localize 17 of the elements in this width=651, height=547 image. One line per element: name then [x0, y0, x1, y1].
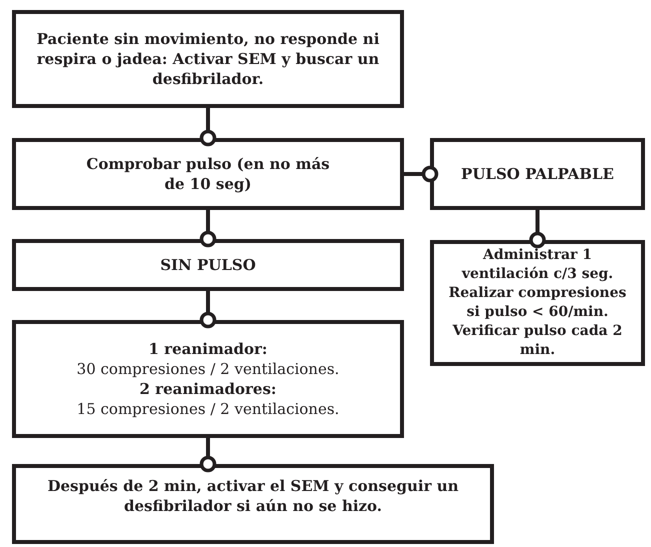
process-box	[12, 320, 404, 438]
box-text: SIN PULSO	[160, 254, 256, 276]
box-text: 1 reanimador:	[148, 338, 268, 359]
process-box	[12, 239, 404, 291]
process-box	[430, 240, 645, 366]
box-text: Administrar 1 ventilación c/3 seg. Realizar compresiones si pulso < 60/min. Verificar pulso cada 2 min.	[448, 246, 628, 360]
box-text: 30 compresiones / 2 ventilaciones.	[76, 358, 340, 379]
box-text: PULSO PALPABLE	[461, 164, 614, 184]
box-text: Después de 2 min, activar el SEM y conseguir un desfibrilador si aún no se hizo.	[46, 476, 460, 516]
box-text: 15 compresiones / 2 ventilaciones.	[76, 399, 340, 420]
process-box	[12, 464, 494, 544]
box-text: Paciente sin movimiento, no responde ni respira o jadea: Activar SEM y buscar un desfibrilador.	[36, 28, 380, 90]
process-box	[430, 138, 645, 210]
process-box	[12, 10, 404, 108]
process-box	[12, 138, 404, 210]
box-text: 2 reanimadores:	[140, 379, 276, 400]
box-text: Comprobar pulso (en no más de 10 seg)	[85, 154, 331, 194]
